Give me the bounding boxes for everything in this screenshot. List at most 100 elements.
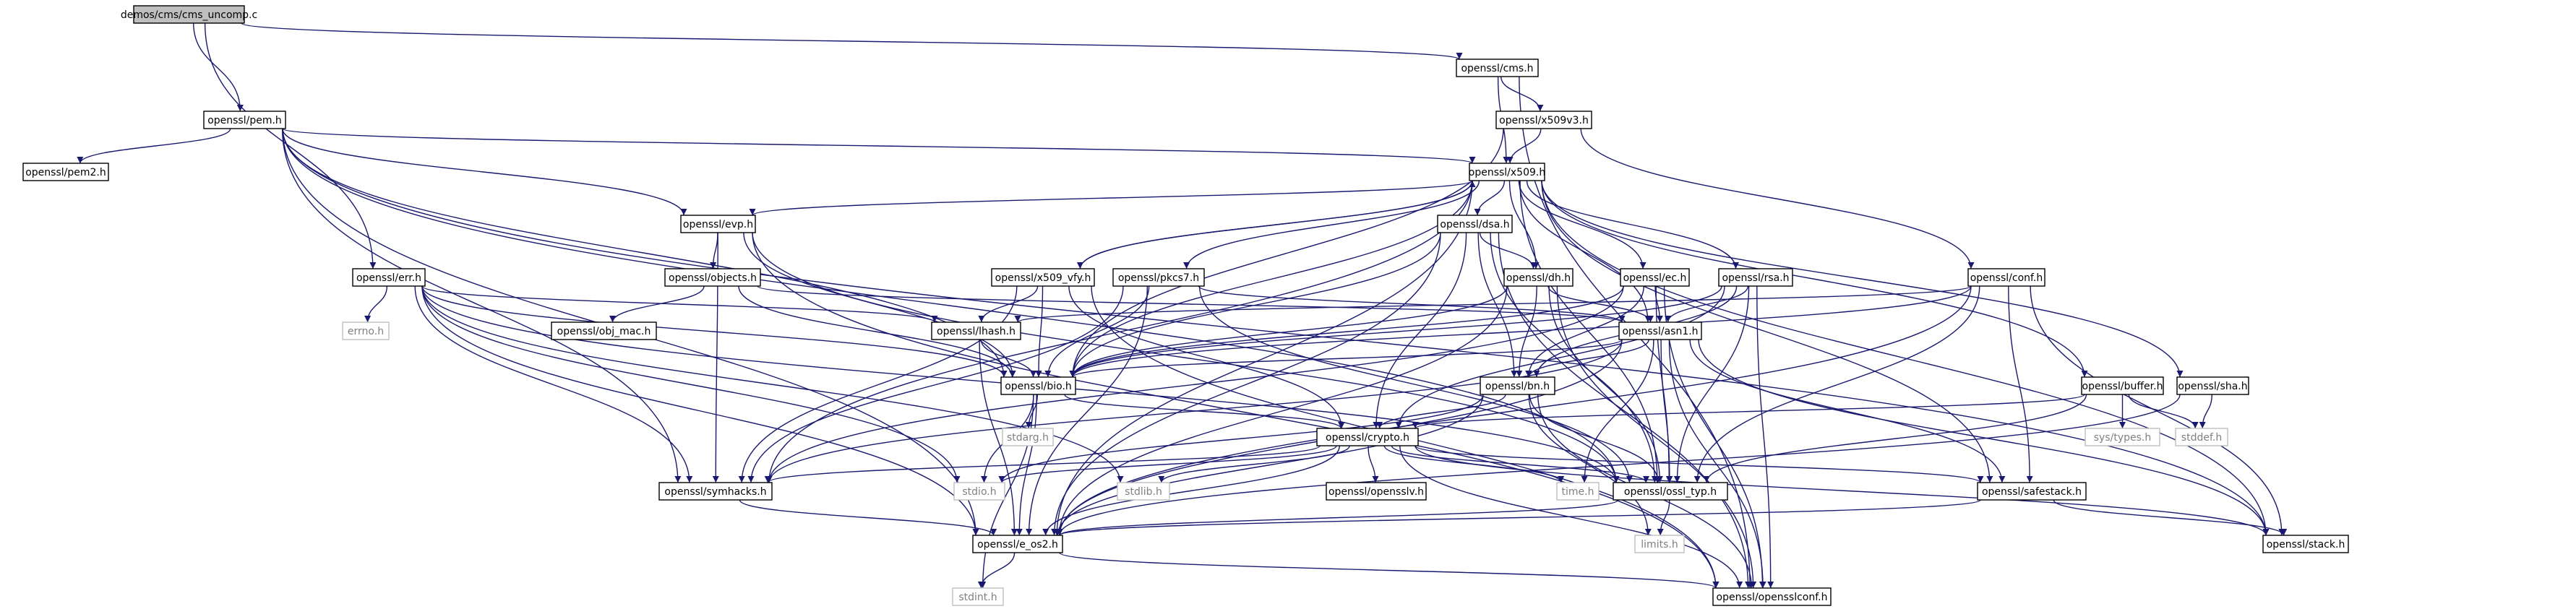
edge-sha-to-eos2 [1056,394,2181,536]
node-label: stdio.h [962,486,996,498]
edge-evp-to-ossltyp [752,232,1620,483]
edge-ec-to-bio [1069,285,1624,378]
edge-dh-to-ossltyp [1548,285,1663,483]
edge-eos2-to-opensslconf [1059,552,1720,589]
node-label: openssl/lhash.h [937,326,1016,337]
node-systypes[interactable]: sys/types.h [2085,428,2160,446]
node-box [1712,587,1832,606]
node-x509v3[interactable]: openssl/x509v3.h [1495,111,1592,129]
node-bn[interactable]: openssl/bn.h [1480,376,1555,395]
node-label: openssl/objects.h [669,272,757,284]
node-stdio[interactable]: stdio.h [953,482,1005,501]
edge-x509vfy-to-crypto [1068,285,1345,429]
edge-asn1-to-bio [1069,339,1623,378]
node-time[interactable]: time.h [1556,482,1600,501]
node-objects[interactable]: openssl/objects.h [664,268,761,287]
edge-asn1-to-ossltyp [1660,339,1673,483]
node-box [658,482,773,501]
node-pkcs7[interactable]: openssl/pkcs7.h [1112,268,1205,287]
node-box [2085,428,2160,446]
edge-x509vfy-to-symhacks [738,285,1018,483]
node-label: openssl/asn1.h [1622,326,1698,337]
node-sha[interactable]: openssl/sha.h [2176,376,2249,395]
node-box [133,5,245,24]
node-label: stdlib.h [1125,486,1162,498]
edge-x509-to-sha [1541,180,2184,378]
node-bio[interactable]: openssl/bio.h [1000,376,1076,395]
node-box [22,163,109,181]
node-x509vfy[interactable]: openssl/x509_vfy.h [991,268,1095,287]
edge-pkcs7-to-symhacks [747,285,1124,483]
node-asn1[interactable]: openssl/asn1.h [1618,321,1702,340]
node-stdlib[interactable]: stdlib.h [1117,482,1170,501]
node-pem[interactable]: openssl/pem.h [203,111,286,129]
node-opensslconf[interactable]: openssl/opensslconf.h [1712,587,1832,606]
node-box [1503,268,1573,287]
edge-dsa-to-bn [1477,232,1518,378]
node-symhacks[interactable]: openssl/symhacks.h [658,482,773,501]
edge-crypto-to-stack [1414,445,2270,536]
edge-crypto-to-stdio [998,445,1337,483]
node-box [551,321,657,340]
edge-dsa-to-ossltyp [1490,232,1658,483]
node-label: time.h [1562,486,1594,498]
node-stdint[interactable]: stdint.h [952,587,1004,606]
node-cms[interactable]: openssl/cms.h [1456,59,1539,77]
edge-conf-to-ossltyp [1693,285,1980,483]
node-buffer[interactable]: openssl/buffer.h [2081,376,2164,395]
edge-pkcs7-to-ossltyp [1198,285,1633,483]
edge-asn1-to-stack [1698,339,2270,536]
edge-conf-to-bio [1069,285,1972,378]
node-stddef[interactable]: stddef.h [2175,428,2228,446]
node-x509[interactable]: openssl/x509.h [1469,163,1545,181]
node-err[interactable]: openssl/err.h [352,268,426,287]
edge-buffer-to-crypto [1412,394,2085,429]
dependency-edges [77,22,2288,589]
node-label: sys/types.h [2094,432,2151,444]
node-label: openssl/pem2.h [25,167,106,178]
edge-x509-to-ossltyp [1519,180,1661,483]
node-box [1718,268,1793,287]
node-opensslv[interactable]: openssl/opensslv.h [1326,482,1427,501]
node-label: openssl/ec.h [1623,272,1687,284]
node-dsa[interactable]: openssl/dsa.h [1437,215,1513,233]
edge-x509-to-dsa [1474,180,1506,216]
node-label: openssl/x509.h [1469,167,1545,178]
node-pem2[interactable]: openssl/pem2.h [22,163,109,181]
node-ossltyp[interactable]: openssl/ossl_typ.h [1613,482,1728,501]
node-stack[interactable]: openssl/stack.h [2262,535,2349,553]
node-lhash[interactable]: openssl/lhash.h [931,321,1021,340]
node-box [1634,535,1685,553]
node-eos2[interactable]: openssl/e_os2.h [972,535,1063,553]
edge-pkcs7-to-bio [1044,285,1150,378]
node-label: openssl/bio.h [1005,381,1072,392]
node-dh[interactable]: openssl/dh.h [1503,268,1573,287]
node-label: openssl/rsa.h [1722,272,1789,284]
node-crypto[interactable]: openssl/crypto.h [1316,428,1419,446]
node-safestack[interactable]: openssl/safestack.h [1977,482,2087,501]
node-ec[interactable]: openssl/ec.h [1620,268,1690,287]
edge-dh-to-opensslconf [1556,285,1757,589]
node-limits[interactable]: limits.h [1634,535,1685,553]
node-stdarg[interactable]: stdarg.h [1002,428,1054,446]
edge-dsa-to-dh [1479,232,1537,269]
edge-x509vfy-to-x509 [1079,180,1476,269]
edge-dsa-to-bio [1069,232,1441,378]
edge-x509-to-eos2 [1053,180,1473,536]
node-label: openssl/symhacks.h [664,486,766,498]
node-box [1480,376,1555,395]
node-label: openssl/x509v3.h [1499,115,1589,126]
edge-rsa-to-opensslconf [1756,285,1774,589]
edge-safestack-to-eos2 [1056,499,1981,536]
node-evp[interactable]: openssl/evp.h [680,215,756,233]
node-errno[interactable]: errno.h [342,321,390,340]
node-label: openssl/ossl_typ.h [1624,486,1717,498]
node-root[interactable]: demos/cms/cms_uncomp.c [121,5,257,24]
node-label: openssl/evp.h [683,219,753,230]
node-conf[interactable]: openssl/conf.h [1967,268,2045,287]
node-objmac[interactable]: openssl/obj_mac.h [551,321,657,340]
header-nodes: demos/cms/cms_uncomp.c openssl/cms.h opens… [22,5,2349,606]
node-box [1967,268,2045,287]
node-rsa[interactable]: openssl/rsa.h [1718,268,1793,287]
node-box [931,321,1021,340]
